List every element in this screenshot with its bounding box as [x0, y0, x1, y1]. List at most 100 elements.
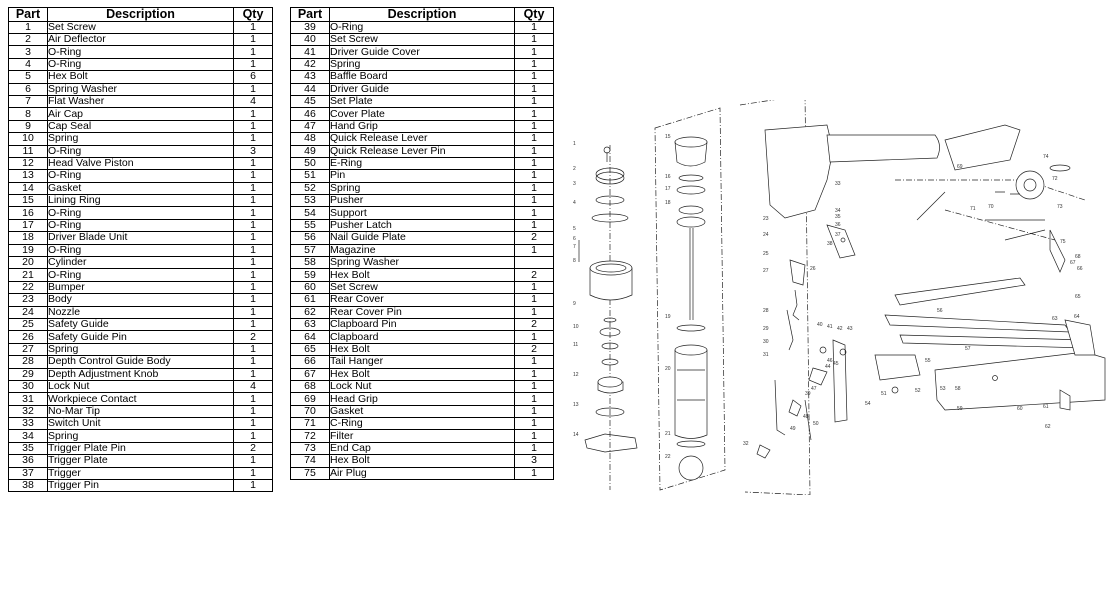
callout-number: 64 — [1074, 314, 1080, 320]
part-number-cell: 70 — [290, 404, 330, 419]
part-number-cell: 75 — [290, 466, 330, 481]
qty-cell: 1 — [233, 20, 273, 35]
part-number-cell: 35 — [8, 441, 48, 456]
callout-number: 54 — [865, 401, 871, 407]
callout-number: 23 — [763, 216, 769, 222]
description-cell: Head Grip — [329, 392, 515, 406]
part-number-cell: 9 — [8, 119, 48, 134]
qty-cell: 1 — [233, 280, 273, 295]
qty-cell: 1 — [514, 119, 554, 134]
qty-cell: 4 — [233, 379, 273, 394]
callout-number: 2 — [573, 166, 576, 172]
callout-number: 46 — [827, 358, 833, 364]
qty-cell: 1 — [514, 94, 554, 109]
qty-cell: 1 — [233, 293, 273, 307]
callout-number: 3 — [573, 181, 576, 187]
qty-cell: 1 — [514, 330, 554, 344]
description-cell: Depth Control Guide Body — [47, 355, 234, 369]
qty-cell: 1 — [233, 231, 273, 245]
part-number-cell: 23 — [8, 293, 48, 307]
callout-number: 75 — [1060, 239, 1066, 245]
part-number-cell: 61 — [290, 293, 330, 307]
callout-number: 15 — [665, 134, 671, 140]
part-number-cell: 26 — [8, 330, 48, 344]
qty-cell: 1 — [514, 206, 554, 220]
description-cell: O-Ring — [329, 20, 515, 35]
description-cell: Nail Guide Plate — [329, 231, 515, 245]
description-cell: Spring Washer — [329, 255, 515, 270]
qty-cell: 1 — [514, 144, 554, 158]
part-number-cell: 20 — [8, 255, 48, 270]
qty-cell: 2 — [233, 441, 273, 456]
callout-number: 1 — [573, 141, 576, 147]
qty-cell: 1 — [514, 32, 554, 47]
callout-number: 71 — [970, 206, 976, 212]
qty-cell: 1 — [514, 82, 554, 96]
description-cell: Spring — [329, 181, 515, 196]
qty-cell: 1 — [514, 293, 554, 307]
part-number-cell: 18 — [8, 231, 48, 245]
callout-number: 10 — [573, 324, 579, 330]
description-cell: Depth Adjustment Knob — [47, 367, 234, 381]
header-part: Part — [8, 7, 48, 22]
callout-number: 65 — [1075, 294, 1081, 300]
callout-number: 11 — [573, 342, 578, 348]
callout-number: 63 — [1052, 316, 1058, 322]
part-number-cell: 3 — [8, 45, 48, 59]
part-number-cell: 25 — [8, 317, 48, 332]
callout-number: 45 — [833, 361, 839, 367]
qty-cell: 1 — [514, 194, 554, 208]
callout-number: 38 — [827, 241, 833, 247]
callout-number: 73 — [1057, 204, 1063, 210]
description-cell: Air Cap — [47, 107, 234, 121]
description-cell: Cover Plate — [329, 107, 515, 121]
part-number-cell: 51 — [290, 169, 330, 183]
qty-cell: 1 — [514, 429, 554, 443]
qty-cell: 1 — [233, 429, 273, 443]
callout-number: 70 — [988, 204, 994, 210]
qty-cell: 1 — [514, 466, 554, 481]
description-cell: O-Ring — [47, 144, 234, 158]
qty-cell: 1 — [514, 280, 554, 295]
callout-number: 74 — [1043, 154, 1049, 160]
part-number-cell: 22 — [8, 280, 48, 295]
part-number-cell: 57 — [290, 243, 330, 258]
qty-cell: 1 — [233, 479, 273, 493]
description-cell: Trigger Plate Pin — [47, 441, 234, 456]
exploded-parts-diagram: 1234567891011121314151617181920212223242… — [573, 100, 1106, 495]
callout-number: 21 — [665, 431, 671, 437]
part-number-cell: 73 — [290, 441, 330, 456]
qty-cell: 1 — [514, 243, 554, 258]
callout-number: 24 — [763, 232, 769, 238]
part-number-cell: 41 — [290, 45, 330, 59]
description-cell: O-Ring — [47, 268, 234, 282]
callout-number: 66 — [1077, 266, 1083, 272]
part-number-cell: 42 — [290, 57, 330, 72]
callout-number: 36 — [835, 222, 841, 228]
description-cell: Rear Cover Pin — [329, 305, 515, 319]
qty-cell: 1 — [514, 70, 554, 84]
qty-cell: 1 — [233, 392, 273, 406]
callout-number: 41 — [827, 324, 833, 330]
part-number-cell: 65 — [290, 342, 330, 357]
qty-cell: 1 — [233, 45, 273, 59]
